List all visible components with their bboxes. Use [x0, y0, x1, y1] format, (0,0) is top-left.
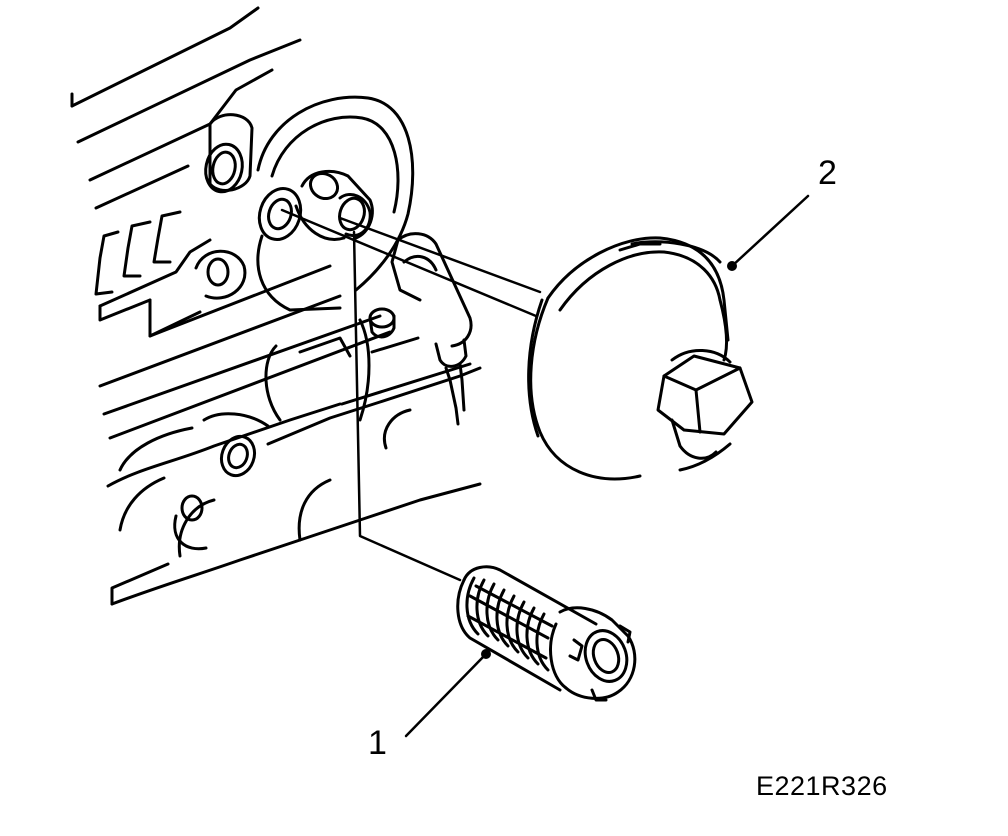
callout-number-2: 2 [818, 154, 837, 192]
leader-dot-2 [729, 263, 736, 270]
part-1-guide-sleeve [458, 567, 635, 700]
part-2-seal-installer [529, 238, 752, 479]
leader-lines [406, 196, 808, 736]
camshaft-flange [253, 97, 471, 424]
engine-block [72, 8, 480, 604]
callout-number-1: 1 [368, 724, 387, 762]
figure-id-label: E221R326 [756, 771, 888, 801]
leader-dot-1 [483, 651, 490, 658]
alignment-lines [282, 210, 540, 580]
